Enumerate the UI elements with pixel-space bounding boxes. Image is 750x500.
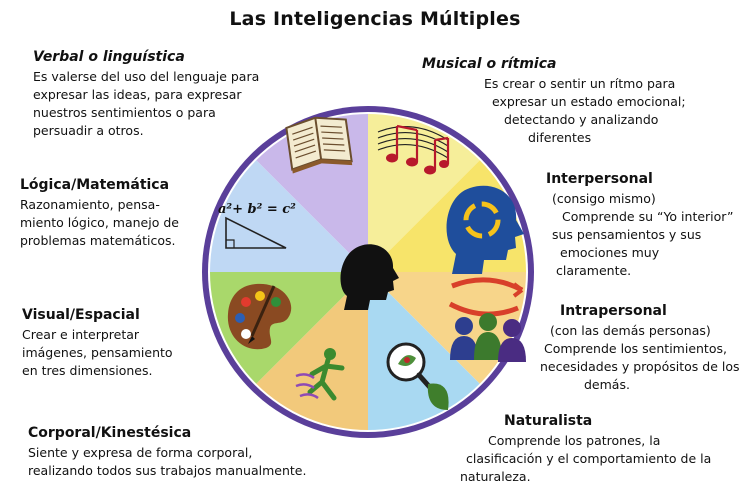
segment-corporal bbox=[255, 272, 368, 430]
text-line: Es valerse del uso del lenguaje para bbox=[33, 69, 260, 84]
block-interpersonal: Interpersonal (consigo mismo) Comprende … bbox=[546, 170, 733, 280]
head-profile-icon bbox=[340, 244, 399, 310]
block-logica: Lógica/Matemática Razonamiento, pensa- m… bbox=[20, 176, 179, 250]
block-visual: Visual/Espacial Crear e interpretar imág… bbox=[22, 306, 173, 380]
text-line: (consigo mismo) bbox=[552, 191, 656, 206]
head-arrows-icon bbox=[446, 185, 524, 274]
text-line: detectando y analizando bbox=[504, 112, 659, 127]
text-line: naturaleza. bbox=[460, 469, 531, 484]
text-line: Siente y expresa de forma corporal, bbox=[28, 445, 253, 460]
block-intrapersonal: Intrapersonal (con las demás personas) C… bbox=[540, 302, 740, 394]
text-line: persuadir a otros. bbox=[33, 123, 144, 138]
text-line: sus pensamientos y sus bbox=[552, 227, 702, 242]
magnifier-leaf-icon bbox=[386, 342, 449, 410]
block-verbal: Verbal o linguística Es valerse del uso … bbox=[33, 48, 259, 140]
heading-musical: Musical o rítmica bbox=[422, 56, 557, 72]
heading-visual: Visual/Espacial bbox=[22, 307, 140, 323]
text-line: clasificación y el comportamiento de la bbox=[466, 451, 712, 466]
people-group-icon bbox=[448, 277, 526, 362]
heading-naturalista: Naturalista bbox=[504, 413, 593, 429]
text-line: Comprende su “Yo interior” bbox=[562, 209, 734, 224]
heading-interpersonal: Interpersonal bbox=[546, 171, 653, 187]
text-line: Comprende los sentimientos, bbox=[544, 341, 727, 356]
text-line: claramente. bbox=[556, 263, 632, 278]
segment-logica bbox=[210, 159, 368, 272]
text-line: (con las demás personas) bbox=[550, 323, 711, 338]
text-line: Crear e interpretar bbox=[22, 327, 140, 342]
heading-intrapersonal: Intrapersonal bbox=[560, 303, 667, 319]
text-line: miento lógico, manejo de bbox=[20, 215, 179, 230]
block-musical: Musical o rítmica Es crear o sentir un r… bbox=[422, 55, 686, 147]
book-icon bbox=[285, 116, 353, 174]
text-line: imágenes, pensamiento bbox=[22, 345, 173, 360]
text-line: demás. bbox=[584, 377, 630, 392]
page-title: Las Inteligencias Múltiples bbox=[229, 8, 521, 30]
heading-verbal: Verbal o linguística bbox=[33, 49, 185, 65]
text-line: expresar un estado emocional; bbox=[492, 94, 686, 109]
text-line: Es crear o sentir un rítmo para bbox=[484, 76, 676, 91]
heading-logica: Lógica/Matemática bbox=[20, 177, 170, 193]
block-naturalista: Naturalista Comprende los patrones, la c… bbox=[460, 412, 711, 486]
triangle-formula-icon: a²+ b² = c² bbox=[218, 202, 296, 249]
text-line: Razonamiento, pensa- bbox=[20, 197, 160, 212]
heading-corporal: Corporal/Kinestésica bbox=[28, 425, 192, 441]
music-notes-icon bbox=[377, 124, 450, 175]
formula-label: a²+ b² = c² bbox=[218, 202, 296, 217]
text-line: problemas matemáticos. bbox=[20, 233, 176, 248]
block-corporal: Corporal/Kinestésica Siente y expresa de… bbox=[28, 424, 306, 480]
running-figure-icon bbox=[295, 348, 345, 401]
text-line: diferentes bbox=[528, 130, 592, 145]
palette-icon bbox=[227, 283, 292, 350]
text-line: necesidades y propósitos de los bbox=[540, 359, 740, 374]
text-line: nuestros sentimientos o para bbox=[33, 105, 216, 120]
segment-naturalista bbox=[368, 272, 481, 430]
text-line: realizando todos sus trabajos manualment… bbox=[28, 463, 307, 478]
text-line: en tres dimensiones. bbox=[22, 363, 153, 378]
text-line: Comprende los patrones, la bbox=[488, 433, 661, 448]
text-line: emociones muy bbox=[560, 245, 660, 260]
text-line: expresar las ideas, para expresar bbox=[33, 87, 242, 102]
